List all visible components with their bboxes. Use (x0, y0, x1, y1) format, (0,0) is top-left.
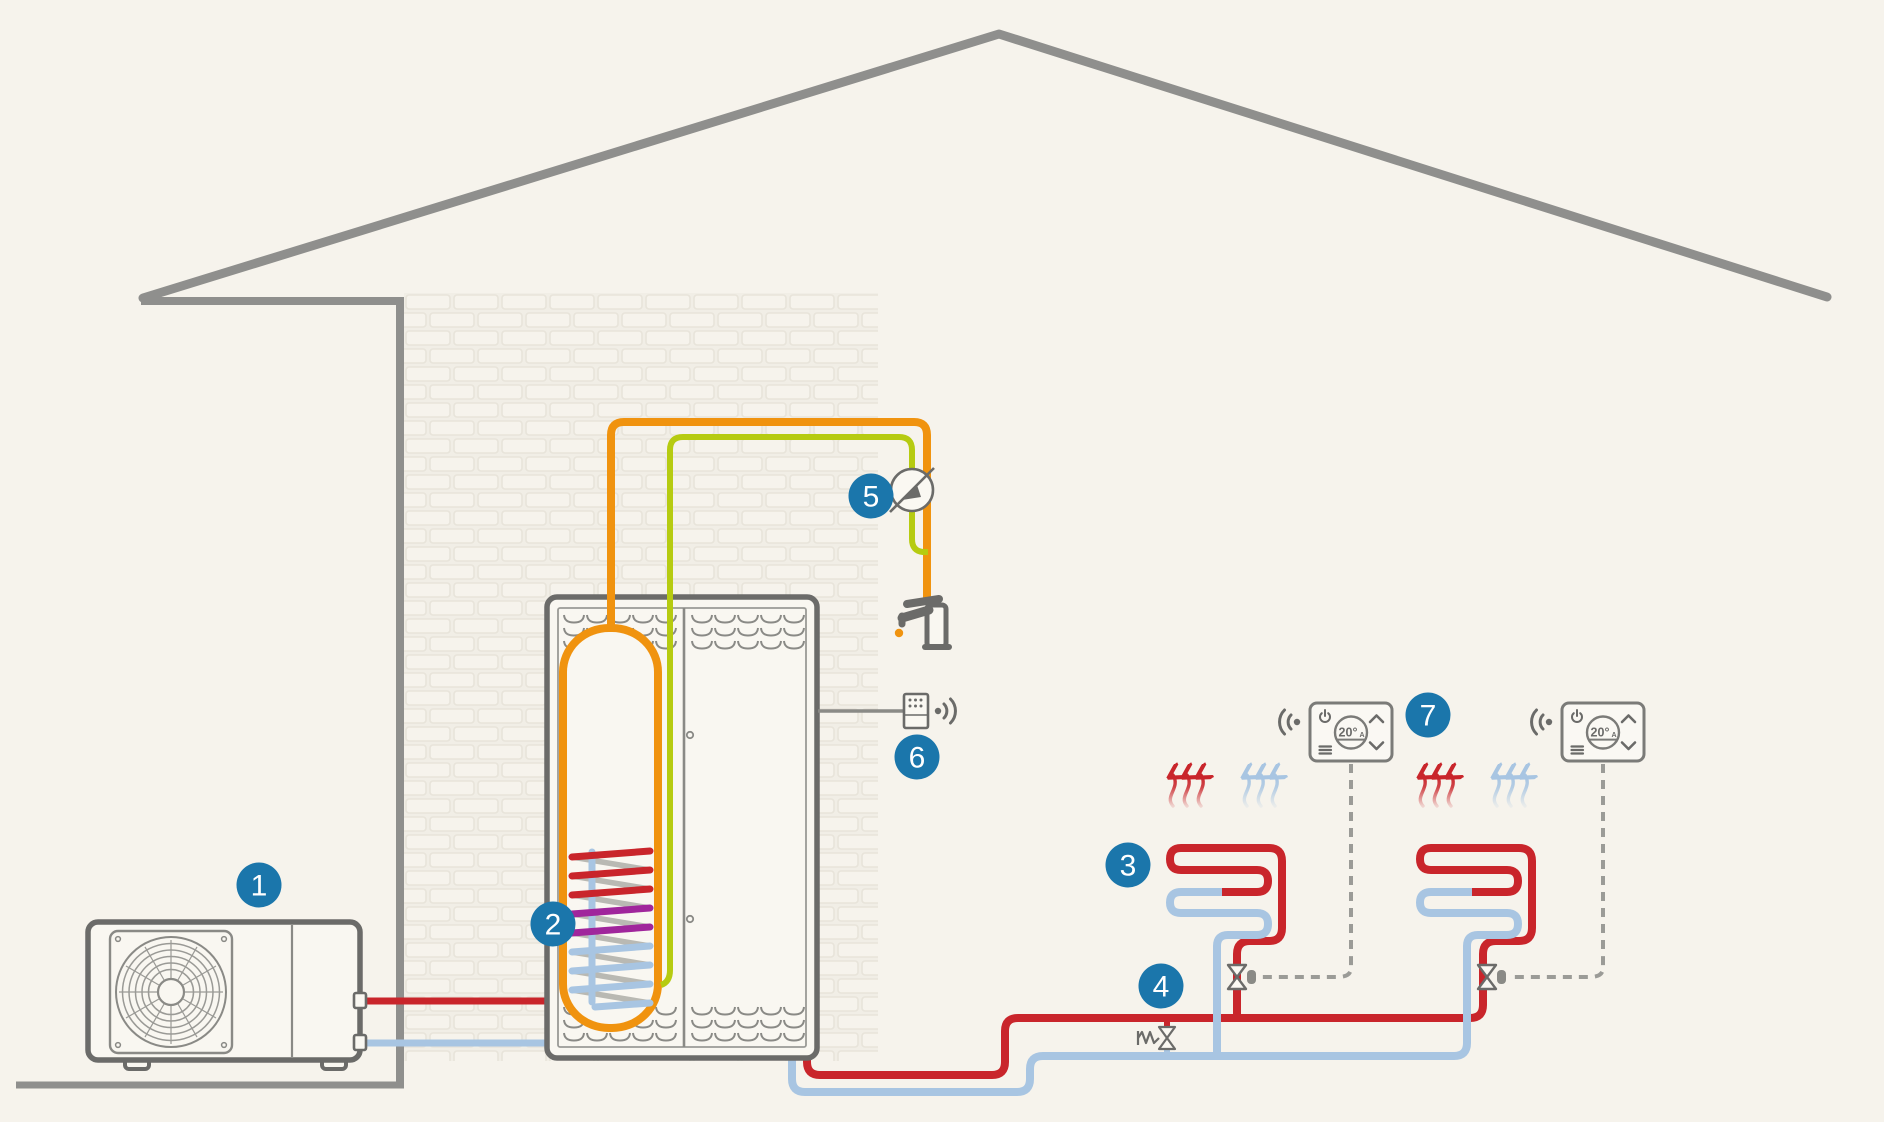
house-roof (138, 29, 1832, 303)
valve-actuator (1247, 970, 1256, 984)
fan-hub (156, 977, 186, 1007)
wifi-signal-icon (1530, 708, 1553, 736)
thermostat-2-control-wire (1508, 764, 1605, 979)
bypass-valve-icon (1136, 1016, 1177, 1058)
fan-icon (115, 936, 227, 1048)
thermostat-temperature: 20° (1591, 726, 1610, 740)
house-structure (16, 29, 1832, 1089)
badge-5: 5 (848, 473, 894, 519)
valve-actuator (1497, 970, 1506, 984)
panel-screw (685, 730, 695, 740)
circulation-pump-crossed-icon (889, 467, 935, 513)
badge-7-label: 7 (1420, 700, 1437, 733)
pipe-connector (352, 991, 368, 1010)
outdoor-unit (85, 919, 368, 1071)
chevron-down-icon (1368, 741, 1385, 751)
badge-6-label: 6 (909, 742, 926, 775)
thermostat-mode: A (1612, 732, 1617, 739)
indoor-unit (544, 594, 820, 1061)
badge-4-label: 4 (1153, 971, 1170, 1004)
dhw-hot-pipe (607, 418, 931, 632)
thermostat-dial (1585, 715, 1621, 750)
indoor-unit-inner-panel (557, 607, 807, 1048)
badge-2-label: 2 (545, 909, 562, 942)
pipe-connector (352, 1033, 368, 1052)
cold-water-main-pipe (788, 888, 1523, 1096)
thermostat-1: 20° A (1258, 701, 1394, 979)
chevron-down-icon (1620, 741, 1637, 751)
thermostat-temperature: 20° (1339, 726, 1358, 740)
faucet-icon (894, 595, 952, 650)
floor-loop-1-hot (1165, 844, 1286, 1018)
menu-icon (1318, 745, 1333, 755)
power-icon (1571, 709, 1583, 724)
spring-symbol (1137, 1030, 1160, 1045)
fan-frame (108, 929, 234, 1055)
badge-3-label: 3 (1120, 850, 1137, 883)
badge-5-label: 5 (863, 481, 880, 514)
water-drop-icon (894, 628, 904, 638)
thermostat-1-control-wire (1258, 764, 1353, 979)
cold-feed-pipe (659, 434, 928, 988)
badge-1: 1 (236, 862, 282, 908)
zone-valve-2 (1476, 963, 1506, 991)
badge-3: 3 (1105, 842, 1151, 888)
floor-loop-1-cold (1165, 888, 1273, 1056)
coil-icon (568, 847, 654, 1011)
thermostat-2: 20° A (1508, 701, 1646, 979)
zone-valve-1 (1226, 963, 1256, 991)
badge-7: 7 (1405, 692, 1451, 738)
badge-2: 2 (530, 901, 576, 947)
gateway-device (818, 692, 957, 730)
badge-1-label: 1 (251, 870, 268, 903)
thermostat-dial (1333, 715, 1369, 750)
thermostat-mode: A (1360, 732, 1365, 739)
badge-4: 4 (1138, 963, 1184, 1009)
gateway-icon (902, 692, 930, 730)
chevron-up-icon (1620, 714, 1637, 724)
menu-icon (1570, 745, 1585, 755)
hot-water-main-pipe (803, 844, 1536, 1079)
panel-screw (685, 914, 695, 924)
badge-6: 6 (894, 734, 940, 780)
wifi-signal-icon (934, 697, 957, 725)
wifi-signal-icon (1278, 708, 1301, 736)
power-icon (1319, 709, 1331, 724)
chevron-up-icon (1368, 714, 1385, 724)
